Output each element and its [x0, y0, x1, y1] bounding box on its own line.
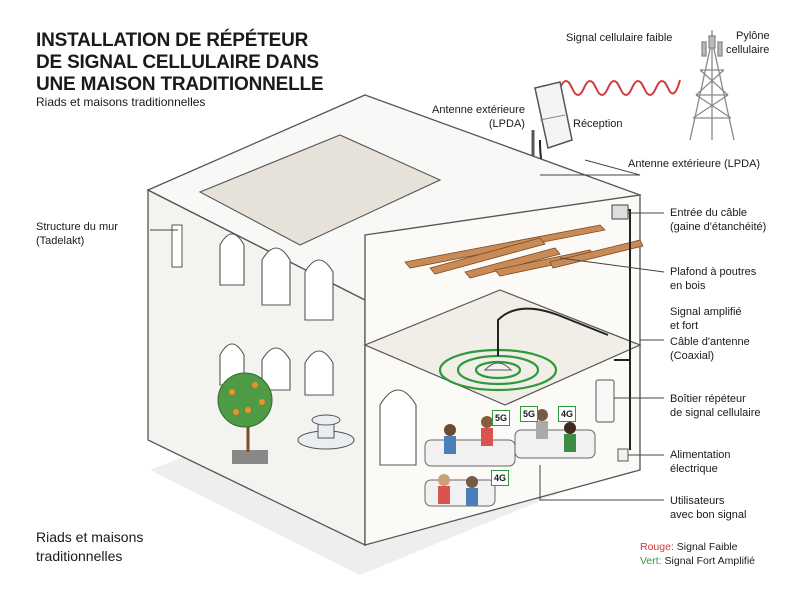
label-line: Pylône [736, 30, 770, 42]
label-line: Boîtier répéteur [670, 393, 746, 405]
leader-lines [150, 159, 665, 501]
label-tower: Pylône cellulaire [726, 29, 770, 57]
label-line: en bois [670, 280, 706, 292]
legend-key-green: Vert: [640, 555, 662, 567]
label-line: électrique [670, 463, 718, 475]
label-line: Signal amplifié [670, 306, 742, 318]
arch-windows [219, 233, 417, 466]
legend-key-red: Rouge: [640, 541, 674, 553]
badge-4g: 4G [491, 470, 510, 486]
small-window [171, 224, 183, 268]
label-line: de signal cellulaire [670, 407, 761, 419]
label-antenna-right: Antenne extérieure (LPDA) [628, 158, 761, 170]
page-subtitle: Riads et maisons traditionnelles [36, 95, 206, 109]
label-line: avec bon signal [670, 509, 747, 521]
label-line: (LPDA) [488, 118, 525, 130]
people-icons [438, 409, 576, 506]
indoor-antenna-icon [483, 307, 609, 371]
legend-text-red: Signal Faible [676, 541, 738, 553]
label-power: Alimentation électrique [670, 448, 731, 476]
title-line: DE SIGNAL CELLULAIRE DANS [36, 52, 319, 73]
wood-beams [404, 224, 644, 279]
label-weak-signal: Signal cellulaire faible [566, 32, 673, 44]
orange-tree-icon [217, 372, 273, 464]
label-ceiling: Plafond à poutres en bois [670, 265, 756, 293]
label-amplified: Signal amplifié et fort [670, 305, 742, 333]
label-line: Antenne extérieure [432, 104, 525, 116]
label-cable-entry: Entrée du câble (gaine d'étanchéité) [670, 206, 766, 234]
weak-signal-wave [559, 79, 681, 96]
cable-entry-icon [611, 204, 629, 220]
bottom-caption: Riads et maisons traditionnelles [36, 528, 196, 566]
label-line: Entrée du câble [670, 207, 748, 219]
badge-5g: 5G [520, 406, 539, 422]
label-repeater: Boîtier répéteur de signal cellulaire [670, 392, 761, 420]
label-wall-structure: Structure du mur (Tadelakt) [36, 220, 118, 248]
label-line: (gaine d'étanchéité) [670, 221, 767, 233]
label-line: Câble d'antenne [670, 336, 750, 348]
label-line: Plafond à poutres [670, 266, 757, 278]
label-line: cellulaire [726, 44, 770, 56]
title-line: INSTALLATION DE RÉPÉTEUR [36, 30, 309, 51]
page-title: INSTALLATION DE RÉPÉTEUR DE SIGNAL CELLU… [36, 30, 336, 96]
label-coax: Câble d'antenne (Coaxial) [670, 335, 750, 363]
courtyard-opening [198, 134, 442, 246]
power-outlet-icon [617, 448, 629, 462]
title-line: UNE MAISON TRADITIONNELLE [36, 74, 324, 95]
legend-text-green: Signal Fort Amplifié [664, 555, 755, 567]
legend: Rouge: Signal Faible Vert: Signal Fort A… [640, 540, 755, 568]
badge-5g: 5G [492, 410, 511, 426]
label-line: Utilisateurs [670, 495, 725, 507]
legend-strong: Vert: Signal Fort Amplifié [640, 554, 755, 568]
cell-tower-icon [689, 30, 735, 141]
label-users: Utilisateurs avec bon signal [670, 494, 746, 522]
bottom-caption-line: Riads et maisons [36, 529, 144, 545]
repeater-box-icon [595, 379, 615, 423]
label-line: Alimentation [670, 449, 731, 461]
label-reception: Réception [573, 118, 623, 130]
label-line: (Coaxial) [670, 350, 715, 362]
legend-weak: Rouge: Signal Faible [640, 540, 755, 554]
label-line: et fort [670, 320, 699, 332]
label-antenna-top: Antenne extérieure (LPDA) [432, 103, 525, 131]
label-line: (Tadelakt) [36, 235, 85, 247]
badge-4g: 4G [558, 406, 577, 422]
fountain-icon [297, 414, 355, 450]
label-line: Structure du mur [36, 221, 118, 233]
bottom-caption-line: traditionnelles [36, 548, 123, 564]
